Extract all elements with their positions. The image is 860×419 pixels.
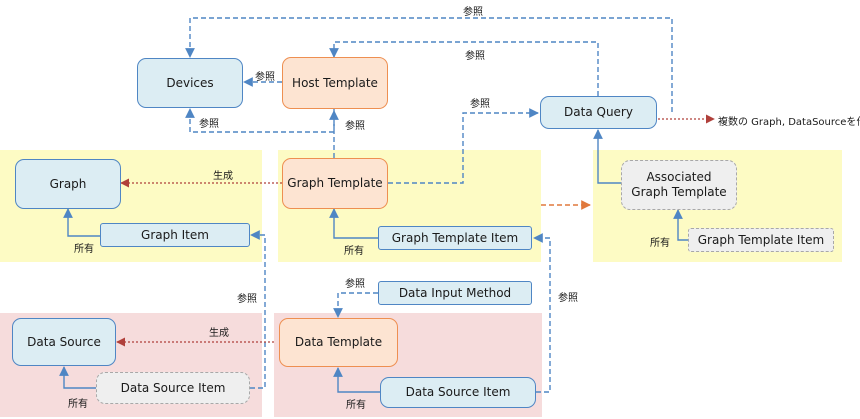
label-ref-dsi2-gti: 参照 (558, 293, 578, 304)
connector-dim-to-data-template (333, 292, 378, 318)
label-own-graph-template: 所有 (344, 246, 364, 257)
data-source-item-2-node[interactable]: Data Source Item (380, 377, 536, 408)
host-template-node[interactable]: Host Template (282, 57, 388, 109)
label-ref-graph-template-host: 参照 (345, 121, 365, 132)
label-own-data-source: 所有 (68, 399, 88, 410)
label-ref-dim: 参照 (345, 279, 365, 290)
connector-host-template-devices-bottom (185, 108, 335, 133)
graph-template-item-2-node[interactable]: Graph Template Item (688, 228, 834, 252)
graph-node[interactable]: Graph (15, 159, 121, 209)
label-ref-host-top: 参照 (465, 51, 485, 62)
devices-node[interactable]: Devices (137, 58, 243, 108)
label-ref-host-devices: 参照 (255, 72, 275, 83)
connector-graph-item-to-graph (63, 208, 100, 237)
label-ref-top: 参照 (463, 7, 483, 18)
graph-item-node[interactable]: Graph Item (100, 223, 250, 247)
connector-dataquery-to-devices (185, 17, 673, 112)
connector-dataquery-to-host-template (329, 41, 599, 96)
label-ref-devices-bottom: 参照 (199, 119, 219, 130)
data-source-node[interactable]: Data Source (12, 318, 116, 366)
connector-dsi2-to-gti (533, 233, 551, 393)
connector-dsi2-to-data-template (333, 367, 380, 393)
connector-dsi-to-graph-item (250, 230, 266, 389)
connector-dsi-to-data-source (59, 366, 96, 389)
graph-template-item-node[interactable]: Graph Template Item (378, 226, 532, 250)
data-template-node[interactable]: Data Template (279, 318, 398, 367)
label-generate-graph: 生成 (213, 171, 233, 182)
label-multi-create: 複数の Graph, DataSourceを作成 (718, 117, 860, 128)
data-input-method-node[interactable]: Data Input Method (378, 281, 532, 305)
data-source-item-node[interactable]: Data Source Item (96, 372, 250, 404)
data-query-node[interactable]: Data Query (540, 96, 657, 129)
associated-graph-template-node[interactable]: Associated Graph Template (621, 160, 737, 210)
label-own-data-template: 所有 (346, 400, 366, 411)
label-own-graph: 所有 (74, 244, 94, 255)
connector-graph-template-to-dataquery (388, 108, 539, 184)
graph-template-node[interactable]: Graph Template (282, 158, 388, 209)
label-ref-dsi-graph-item: 参照 (237, 294, 257, 305)
connector-gti-to-graph-template (329, 208, 378, 239)
connector-associated-to-dataquery (593, 129, 621, 184)
label-own-associated: 所有 (650, 238, 670, 249)
label-ref-data-query: 参照 (470, 99, 490, 110)
connector-gti2-to-associated (673, 209, 688, 241)
label-generate-data-source: 生成 (209, 328, 229, 339)
